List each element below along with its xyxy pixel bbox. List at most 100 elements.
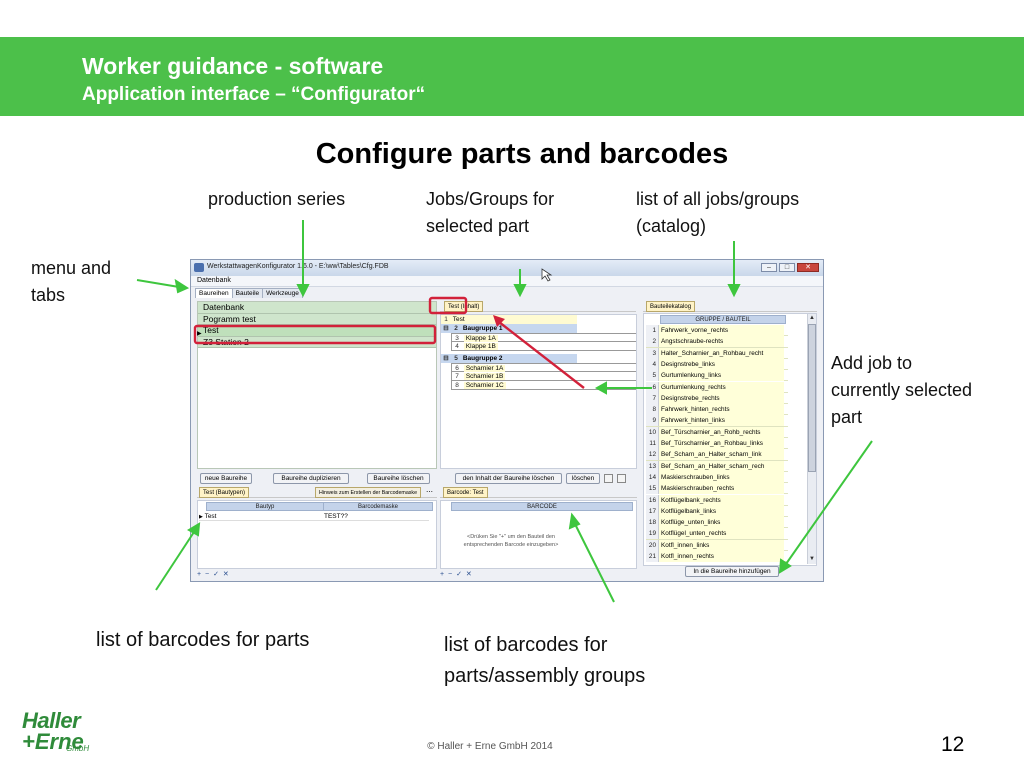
row-indicator-icon: ▶ (199, 514, 203, 520)
tab-bauteile[interactable]: Bauteile (231, 288, 264, 298)
delete-series-button[interactable]: Baureihe löschen (367, 473, 430, 484)
job-group-row[interactable]: ⊟2 Baugruppe 1 (441, 324, 577, 333)
duplicate-series-button[interactable]: Baureihe duplizieren (273, 473, 349, 484)
job-row[interactable]: 8 Scharnier 1C (451, 381, 636, 390)
logo-erne: +Erne (22, 729, 84, 754)
window-title-bar[interactable]: WerkstattwagenKonfigurator 1.6.0 - E:\ww… (191, 260, 823, 276)
series-item[interactable]: Z3 Station 2 (198, 336, 436, 348)
catalog-row-number: 15 (646, 483, 659, 495)
callout-barcodes-parts-text: list of barcodes for parts (96, 629, 310, 651)
catalog-row-label: Halter_Scharnier_an_Rohbau_recht (659, 347, 784, 359)
catalog-row-label: Designstrebe_rechts (659, 392, 784, 404)
catalog-row-number: 2 (646, 336, 659, 348)
more-icon[interactable]: ⋯ (426, 489, 433, 496)
assembly-barcodes-table: BARCODE <Drüken Sie "+" um den Bauteil d… (440, 500, 637, 569)
catalog-row-number: 7 (646, 392, 659, 404)
column-header-barcode[interactable]: BARCODE (451, 502, 633, 511)
clear-series-content-button[interactable]: den Inhalt der Baureihe löschen (455, 473, 562, 484)
column-header-bautyp[interactable]: Bautyp (206, 502, 324, 511)
delete-job-button[interactable]: löschen (566, 473, 600, 484)
scroll-down-icon[interactable]: ▼ (809, 556, 815, 562)
tab-catalog[interactable]: Bauteilekatalog (646, 301, 696, 312)
maximize-icon[interactable]: □ (779, 263, 795, 272)
callout-catalog-line1: list of all jobs/groups (636, 189, 800, 209)
new-series-button[interactable]: neue Baureihe (200, 473, 252, 484)
app-icon (194, 263, 204, 272)
jobs-groups-list: 1 Test ⊟2 Baugruppe 1 3 Klappe 1A 4 Klap… (440, 314, 637, 469)
job-label: Klappe 1B (463, 343, 498, 350)
tab-baureihen[interactable]: Baureihen (195, 288, 233, 298)
tree-icon[interactable] (617, 474, 626, 483)
tab-assembly-barcode[interactable]: Barcode: Test (443, 487, 488, 498)
tab-part-barcodes[interactable]: Test (Bautypen) (199, 487, 250, 498)
catalog-row-label: Bef_Türscharnier_an_Rohb_rechts (659, 426, 784, 438)
scroll-thumb[interactable] (808, 324, 816, 472)
minimize-icon[interactable]: – (761, 263, 777, 272)
add-to-series-button[interactable]: In die Baureihe hinzufügen (685, 566, 779, 577)
barcode-mask-hint-button[interactable]: Hinweis zum Erstellen der Barcodemaske (315, 487, 422, 498)
series-item[interactable]: Datenbank (198, 302, 436, 314)
job-group-label: Baugruppe 2 (462, 355, 503, 362)
series-item[interactable]: Pogramm test (198, 313, 436, 325)
table-row[interactable]: ▶ Test TEST?? (199, 512, 429, 521)
jobs-tabline: Test (Inhalt) (440, 301, 636, 312)
catalog-row-label: Bef_Scharn_an_Halter_scharn_rech (659, 460, 784, 472)
menu-item-datenbank[interactable]: Datenbank (197, 277, 231, 284)
job-row[interactable]: 1 Test (441, 315, 577, 324)
scroll-up-icon[interactable]: ▲ (809, 315, 815, 321)
toolbar-glyphs[interactable]: + − ✓ ✕ (440, 571, 473, 578)
job-group-label: Baugruppe 1 (462, 325, 503, 332)
copyright: © Haller + Erne GmbH 2014 (427, 741, 553, 752)
job-row[interactable]: 3 Klappe 1A (451, 333, 636, 342)
catalog-row-number: 6 (646, 381, 659, 393)
close-icon[interactable]: ✕ (797, 263, 819, 272)
configurator-window: WerkstattwagenKonfigurator 1.6.0 - E:\ww… (190, 259, 824, 582)
job-row[interactable]: 4 Klappe 1B (451, 342, 636, 351)
arrow-barcodes-parts (155, 531, 195, 591)
tab-jobs[interactable]: Test (Inhalt) (444, 301, 484, 312)
catalog-scrollbar[interactable]: ▲ ▼ (807, 314, 816, 564)
save-icon[interactable] (604, 474, 613, 483)
catalog-row-label: Gurtumlenkung_links (659, 370, 784, 382)
catalog-row-number: 11 (646, 438, 659, 449)
job-group-row[interactable]: ⊟5 Baugruppe 2 (441, 354, 577, 363)
column-header-barcodemaske[interactable]: Barcodemaske (323, 502, 433, 511)
catalog-row-label: Gurtumlenkung_rechts (659, 381, 784, 393)
slide-title: Configure parts and barcodes (315, 138, 729, 170)
callout-jobs-groups-line1: Jobs/Groups for (426, 189, 555, 209)
hint-line2: entsprechenden Barcode einzugeben> (463, 542, 559, 548)
toolbar-glyphs[interactable]: + − ✓ ✕ (197, 571, 230, 578)
catalog-row-number: 4 (646, 358, 659, 370)
tab-werkzeuge[interactable]: Werkzeuge (262, 288, 303, 298)
catalog-row-number: 19 (646, 528, 659, 540)
job-row[interactable]: 6 Scharnier 1A (451, 363, 636, 372)
catalog-row-label: Bef_Türscharnier_an_Rohbau_links (659, 438, 784, 449)
catalog-row-label: Maskierschrauben_rechts (659, 483, 784, 495)
job-row[interactable]: 7 Scharnier 1B (451, 372, 636, 381)
series-item-selected[interactable]: Test (198, 325, 436, 337)
catalog-header[interactable]: GRUPPE / BAUTEIL (660, 315, 786, 324)
